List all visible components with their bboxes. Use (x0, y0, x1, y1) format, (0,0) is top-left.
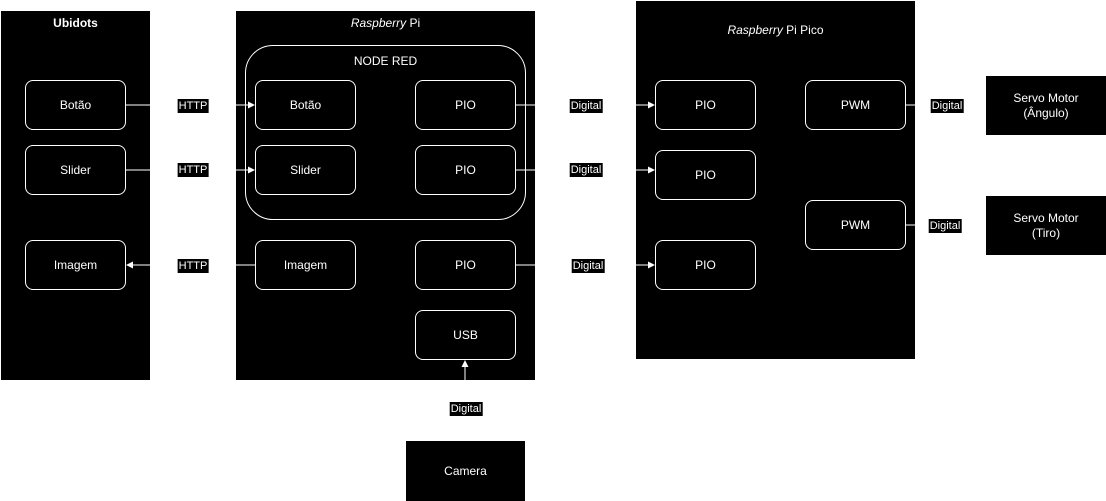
servo-motor-angle-line2: (Ângulo) (1023, 105, 1069, 120)
arrowhead-imagem (126, 261, 133, 269)
arrowhead-pio1 (648, 101, 655, 109)
http-label-2: HTTP (177, 163, 209, 177)
node-red-title: NODE RED (353, 54, 418, 68)
pico-title-rest: Pi Pico (782, 23, 824, 37)
servo-motor-shot-line2: (Tiro) (1031, 225, 1061, 240)
pico-title: Raspberry Pi Pico (636, 23, 915, 37)
digital-label-3: Digital (571, 259, 605, 273)
node-red-pio-node-2[interactable]: PIO (415, 145, 516, 195)
raspberry-pi-title-rest: Pi (406, 16, 421, 30)
arrowhead-botao (248, 101, 255, 109)
arrowhead-pio2 (648, 166, 655, 174)
digital-label-2: Digital (569, 163, 603, 177)
digital-label-4: Digital (930, 99, 964, 113)
node-red-botao-node[interactable]: Botão (255, 80, 356, 130)
ubidots-imagem-node[interactable]: Imagem (25, 240, 126, 290)
node-red-group: NODE RED (245, 45, 526, 220)
raspberry-pi-title-italic: Raspberry (350, 16, 407, 30)
pico-pwm-node-1[interactable]: PWM (805, 80, 906, 130)
camera-box[interactable]: Camera (406, 441, 525, 501)
node-red-pio-node-1[interactable]: PIO (415, 80, 516, 130)
raspberry-pi-title: Raspberry Pi (236, 16, 535, 30)
servo-motor-angle-line1: Servo Motor (1013, 90, 1079, 105)
pico-pio-node-2[interactable]: PIO (655, 150, 756, 200)
digital-label-5: Digital (928, 219, 962, 233)
http-label-3: HTTP (177, 259, 209, 273)
rpi-pio-node-3[interactable]: PIO (415, 240, 516, 290)
ubidots-slider-node[interactable]: Slider (25, 145, 126, 195)
pico-pio-node-3[interactable]: PIO (655, 240, 756, 290)
digital-label-1: Digital (569, 99, 603, 113)
arrowhead-pio3 (648, 261, 655, 269)
digital-label-6: Digital (449, 402, 483, 416)
arrowhead-usb (461, 360, 469, 367)
pico-pwm-node-2[interactable]: PWM (805, 200, 906, 250)
ubidots-botao-node[interactable]: Botão (25, 80, 126, 130)
pico-pio-node-1[interactable]: PIO (655, 80, 756, 130)
servo-motor-shot-box[interactable]: Servo Motor (Tiro) (986, 196, 1106, 255)
ubidots-title: Ubidots (53, 16, 98, 30)
servo-motor-shot-line1: Servo Motor (1013, 210, 1079, 225)
http-label-1: HTTP (177, 99, 209, 113)
pico-title-italic: Raspberry (727, 23, 783, 37)
rpi-imagem-node[interactable]: Imagem (255, 240, 356, 290)
servo-motor-angle-box[interactable]: Servo Motor (Ângulo) (986, 76, 1106, 135)
arrowhead-slider (248, 166, 255, 174)
rpi-usb-node[interactable]: USB (415, 310, 516, 360)
node-red-slider-node[interactable]: Slider (255, 145, 356, 195)
ubidots-panel: Ubidots (1, 11, 150, 380)
